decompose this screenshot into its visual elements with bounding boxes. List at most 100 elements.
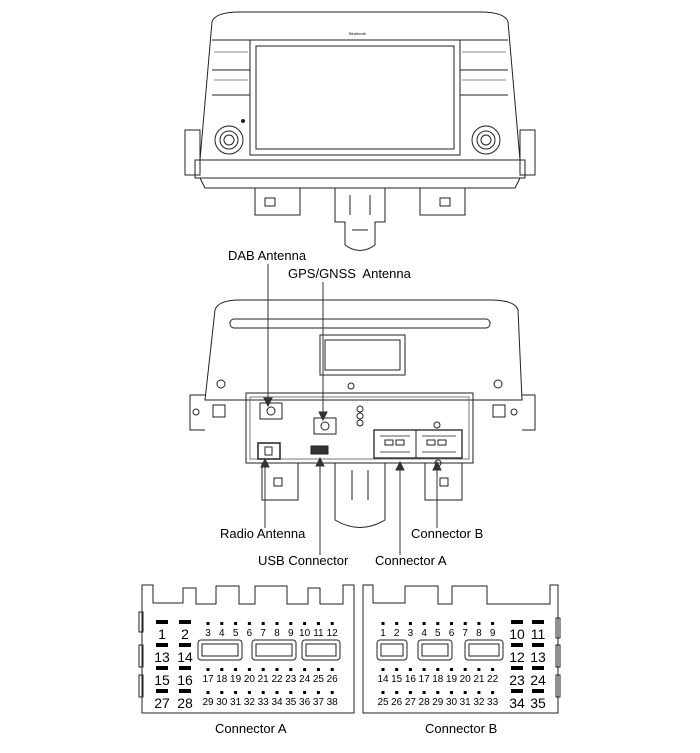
- connector_a-pin-label: 31: [230, 697, 242, 708]
- connector_a-pin-marker: [303, 622, 307, 625]
- connector_a-pin-label: 25: [312, 674, 324, 685]
- head-unit-front: [184, 11, 536, 251]
- connector_a-pin-marker: [261, 622, 265, 625]
- connector_b-pin-label: 10: [509, 626, 525, 642]
- callout-connector-b: Connector B: [411, 526, 484, 541]
- connector_b-pin-marker: [381, 691, 385, 694]
- connector_b-pin-marker: [395, 622, 399, 625]
- connector_a-pin-label: 32: [243, 697, 255, 708]
- connector_a-pin-label: 21: [257, 674, 269, 685]
- callout-lines: [260, 264, 442, 555]
- connector_b-pin-label: 34: [509, 695, 525, 711]
- connector_b-pin-marker: [395, 668, 399, 671]
- connector-b-housing: [362, 584, 561, 714]
- connector_a-pin-marker: [316, 668, 320, 671]
- connector_a-pin-label: 20: [243, 674, 255, 685]
- connector_b-pin-label: 29: [432, 697, 444, 708]
- connector_b-pin-marker: [532, 620, 544, 624]
- connector_b-pin-marker: [511, 620, 523, 624]
- connector_a-pin-marker: [234, 622, 238, 625]
- connector_a-pin-label: 35: [285, 697, 297, 708]
- connector_a-pin-label: 14: [177, 649, 193, 665]
- connector_b-pin-label: 18: [432, 674, 444, 685]
- connector_b-pin-label: 9: [489, 628, 496, 639]
- connector_a-pin-label: 36: [299, 697, 311, 708]
- connector_b-pin-label: 30: [445, 697, 458, 708]
- connector_a-pin-label: 15: [154, 672, 170, 688]
- connector_a-pin-label: 33: [257, 697, 269, 708]
- connector_a-pin-label: 4: [219, 628, 225, 639]
- connector_b-pin-label: 19: [445, 674, 458, 685]
- connector_b-pin-marker: [532, 643, 544, 647]
- connector_b-pin-label: 8: [476, 628, 482, 639]
- connector_b-pin-marker: [491, 622, 495, 625]
- connector_b-pin-marker: [463, 668, 467, 671]
- connector_b-pin-label: 31: [459, 697, 471, 708]
- connector_b-pin-marker: [450, 622, 453, 625]
- connector_a-pin-marker: [206, 622, 210, 625]
- connector_a-pin-marker: [289, 691, 293, 694]
- connector_b-pin-marker: [532, 666, 544, 670]
- connector_b-pin-label: 4: [421, 628, 427, 639]
- connector_b-pin-marker: [395, 691, 399, 694]
- callout-connector-a: Connector A: [375, 553, 447, 568]
- connector-b-title: Connector B: [425, 721, 498, 736]
- connector_a-pin-label: 28: [177, 695, 193, 711]
- connector_a-pin-label: 1: [158, 626, 166, 642]
- connector_b-pin-marker: [491, 691, 495, 694]
- connector_a-pin-label: 30: [216, 697, 228, 708]
- connector_b-pin-marker: [477, 668, 481, 671]
- connector_b-pin-label: 33: [487, 697, 499, 708]
- connector_b-pin-label: 28: [418, 697, 430, 708]
- connector_a-pin-label: 7: [260, 628, 266, 639]
- connector_b-pin-label: 6: [448, 628, 455, 639]
- connector_a-pin-label: 13: [154, 649, 170, 665]
- connector_b-pin-marker: [511, 666, 523, 670]
- connector_b-pin-label: 3: [407, 628, 414, 639]
- connector_b-pin-marker: [436, 668, 440, 671]
- connector_a-pin-label: 26: [326, 674, 338, 685]
- connector_b-pin-label: 16: [404, 674, 416, 685]
- connector_a-pin-marker: [330, 668, 334, 671]
- connector_b-pin-marker: [450, 668, 453, 671]
- callout-gps-antenna: GPS/GNSS Antenna: [288, 266, 411, 281]
- connector_a-pin-label: 24: [299, 674, 311, 685]
- connector-a-housing: [138, 584, 355, 714]
- connector_a-pin-label: 22: [271, 674, 283, 685]
- connector_b-pin-marker: [463, 691, 467, 694]
- connector_a-pin-marker: [206, 668, 210, 671]
- connector_a-pin-marker: [289, 668, 293, 671]
- connector_a-pin-marker: [156, 666, 168, 670]
- connector_a-pin-label: 8: [274, 628, 280, 639]
- connector_b-pin-marker: [422, 691, 426, 694]
- connector_b-pin-label: 25: [377, 697, 389, 708]
- connector_b-pin-marker: [408, 668, 412, 671]
- bluetooth-logo-text: Bluetooth: [349, 31, 366, 36]
- connector_a-pin-marker: [275, 668, 279, 671]
- connector_b-pin-marker: [532, 689, 544, 693]
- connector_b-pin-marker: [491, 668, 495, 671]
- connector_a-pin-marker: [261, 691, 265, 694]
- connector_b-pin-label: 13: [530, 649, 546, 665]
- connector_b-pin-label: 1: [380, 628, 386, 639]
- connector_b-pin-marker: [422, 668, 426, 671]
- connector_a-pin-label: 16: [177, 672, 193, 688]
- connector_a-pin-marker: [247, 622, 251, 625]
- connector_b-pin-marker: [408, 691, 412, 694]
- connector_b-pin-label: 23: [509, 672, 525, 688]
- connector_b-pin-label: 17: [418, 674, 430, 685]
- connector_b-pin-label: 24: [530, 672, 546, 688]
- connector_b-pin-label: 15: [391, 674, 403, 685]
- connector_a-pin-marker: [247, 691, 251, 694]
- connector_b-pin-label: 22: [487, 674, 499, 685]
- connector_b-pin-marker: [511, 643, 523, 647]
- connector_b-pin-label: 2: [393, 628, 400, 639]
- connector_b-pin-label: 7: [462, 628, 468, 639]
- connector_b-pin-label: 20: [459, 674, 471, 685]
- connector_a-pin-label: 9: [288, 628, 294, 639]
- connector_a-pin-label: 27: [154, 695, 170, 711]
- connector_a-pin-marker: [275, 622, 279, 625]
- connector_b-pin-marker: [511, 689, 523, 693]
